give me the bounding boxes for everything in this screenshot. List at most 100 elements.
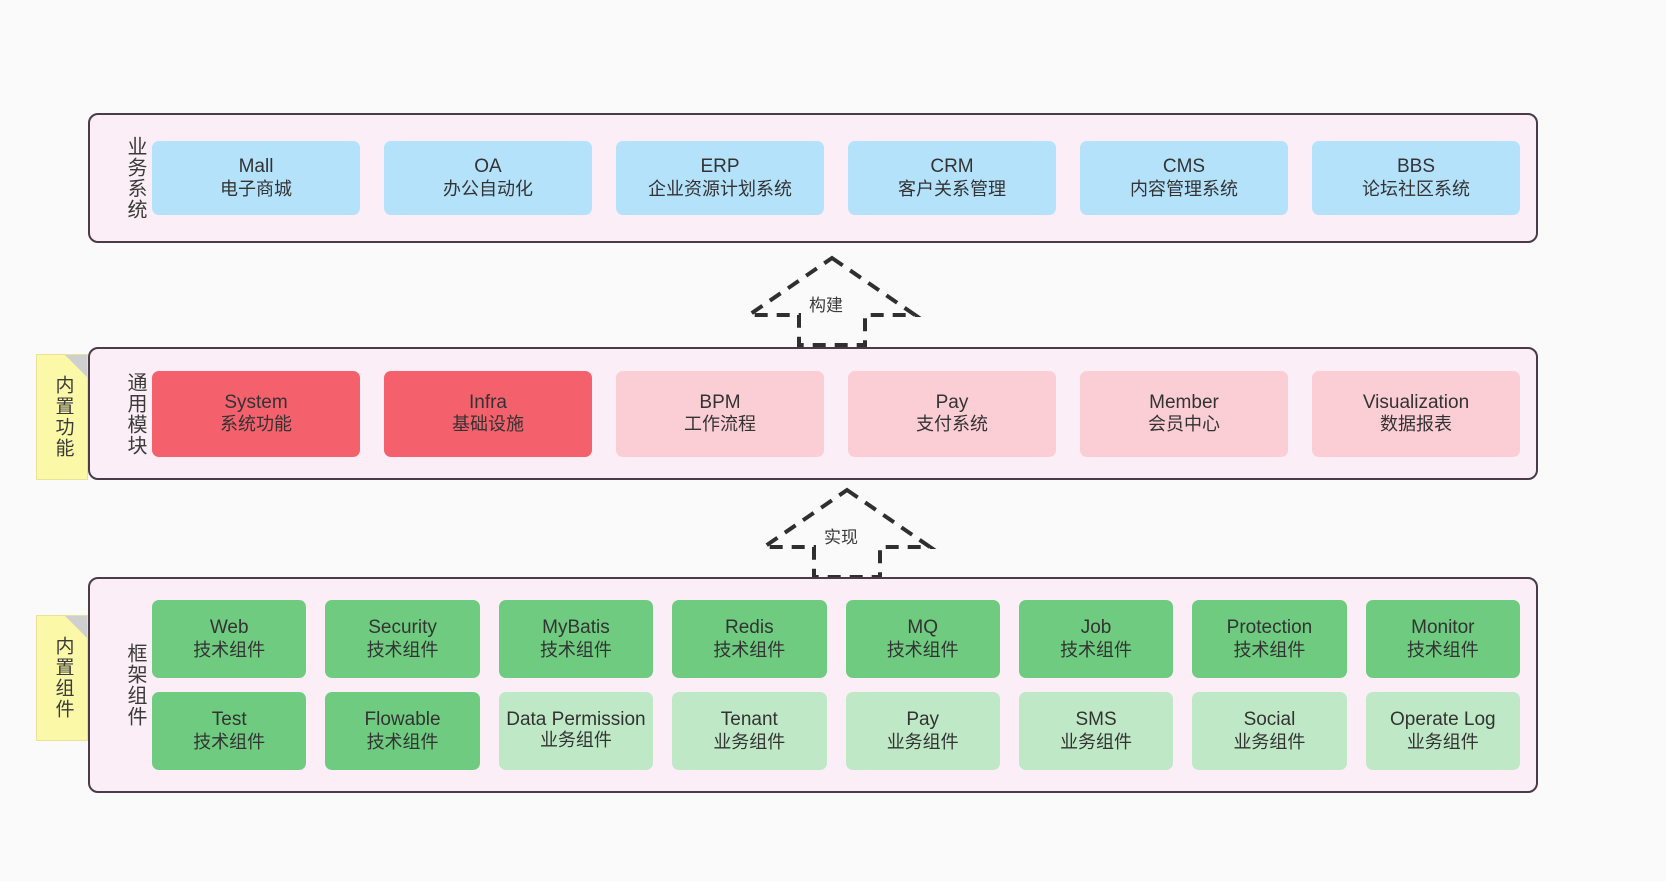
arrow-build: 构建 — [742, 255, 922, 347]
card-data-permission[interactable]: Data Permission 业务组件 — [498, 692, 654, 770]
card-title: MQ — [907, 617, 938, 639]
layer-business-systems: 业务系统 Mall 电子商城 OA 办公自动化 ERP 企业资源计划系统 CRM… — [88, 113, 1538, 243]
card-infra[interactable]: Infra 基础设施 — [384, 370, 592, 457]
card-title: Security — [368, 617, 437, 639]
arrow-build-label: 构建 — [807, 291, 845, 316]
card-subtitle: 业务组件 — [1406, 731, 1479, 752]
card-subtitle: 论坛社区系统 — [1362, 178, 1470, 199]
sticky-note-label: 内置功能 — [52, 375, 74, 459]
card-pay-biz[interactable]: Pay 业务组件 — [845, 692, 1000, 770]
arrow-implement: 实现 — [757, 487, 937, 579]
block-arrow-up-icon — [742, 255, 922, 347]
card-test[interactable]: Test 技术组件 — [152, 692, 307, 770]
card-visualization[interactable]: Visualization 数据报表 — [1312, 370, 1520, 457]
folded-corner-icon — [65, 616, 87, 638]
card-subtitle: 工作流程 — [684, 414, 756, 435]
card-subtitle: 技术组件 — [713, 639, 786, 660]
layer-business-title: 业务系统 — [124, 136, 146, 220]
card-subtitle: 技术组件 — [1406, 639, 1479, 660]
card-subtitle: 技术组件 — [366, 731, 439, 752]
card-oa[interactable]: OA 办公自动化 — [384, 141, 592, 215]
card-system[interactable]: System 系统功能 — [152, 370, 360, 457]
card-title: Data Permission — [506, 709, 646, 731]
card-erp[interactable]: ERP 企业资源计划系统 — [616, 141, 824, 215]
card-title: Pay — [906, 709, 940, 731]
card-title: Infra — [468, 391, 508, 413]
card-title: Tenant — [720, 709, 778, 731]
card-subtitle: 支付系统 — [916, 414, 988, 435]
framework-row-tech: Web 技术组件 Security 技术组件 MyBatis 技术组件 Redi… — [152, 600, 1536, 678]
card-subtitle: 内容管理系统 — [1130, 178, 1238, 199]
card-title: SMS — [1075, 709, 1117, 731]
arrow-implement-label: 实现 — [822, 523, 860, 548]
card-title: Mall — [238, 156, 274, 178]
card-title: Social — [1243, 709, 1296, 731]
card-flowable[interactable]: Flowable 技术组件 — [325, 692, 480, 770]
card-web[interactable]: Web 技术组件 — [152, 600, 307, 678]
card-tenant[interactable]: Tenant 业务组件 — [672, 692, 827, 770]
layer-framework-title: 框架组件 — [124, 643, 146, 727]
card-title: Visualization — [1362, 391, 1470, 413]
card-subtitle: 企业资源计划系统 — [648, 178, 792, 199]
card-title: Member — [1149, 391, 1219, 413]
card-title: Pay — [935, 391, 969, 413]
sticky-note-label: 内置组件 — [52, 636, 74, 720]
card-mall[interactable]: Mall 电子商城 — [152, 141, 360, 215]
card-title: Redis — [725, 617, 774, 639]
card-member[interactable]: Member 会员中心 — [1080, 370, 1288, 457]
card-mybatis[interactable]: MyBatis 技术组件 — [498, 600, 654, 678]
common-card-row: System 系统功能 Infra 基础设施 BPM 工作流程 Pay 支付系统… — [152, 370, 1536, 457]
framework-rows: Web 技术组件 Security 技术组件 MyBatis 技术组件 Redi… — [152, 579, 1536, 791]
card-job[interactable]: Job 技术组件 — [1018, 600, 1174, 678]
card-redis[interactable]: Redis 技术组件 — [672, 600, 827, 678]
card-title: ERP — [700, 156, 740, 178]
card-sms[interactable]: SMS 业务组件 — [1018, 692, 1174, 770]
card-title: Flowable — [364, 709, 441, 731]
card-subtitle: 技术组件 — [1060, 639, 1133, 660]
card-social[interactable]: Social 业务组件 — [1192, 692, 1347, 770]
card-subtitle: 办公自动化 — [443, 178, 533, 199]
layer-common-modules: 通用模块 System 系统功能 Infra 基础设施 BPM 工作流程 Pay… — [88, 347, 1538, 480]
card-subtitle: 电子商城 — [220, 178, 292, 199]
card-pay[interactable]: Pay 支付系统 — [848, 370, 1056, 457]
card-title: MyBatis — [542, 617, 610, 639]
card-subtitle: 业务组件 — [539, 729, 612, 750]
card-title: Test — [211, 709, 247, 731]
layer-common-title: 通用模块 — [124, 371, 146, 456]
card-title: CMS — [1162, 156, 1206, 178]
card-cms[interactable]: CMS 内容管理系统 — [1080, 141, 1288, 215]
card-subtitle: 业务组件 — [1233, 731, 1306, 752]
card-subtitle: 业务组件 — [886, 731, 959, 752]
card-subtitle: 技术组件 — [366, 639, 439, 660]
card-title: CRM — [930, 156, 974, 178]
card-subtitle: 业务组件 — [1060, 731, 1133, 752]
card-subtitle: 技术组件 — [1233, 639, 1306, 660]
card-subtitle: 技术组件 — [539, 639, 612, 660]
framework-row-biz: Test 技术组件 Flowable 技术组件 Data Permission … — [152, 692, 1536, 770]
card-subtitle: 技术组件 — [886, 639, 959, 660]
card-security[interactable]: Security 技术组件 — [325, 600, 480, 678]
card-title: System — [224, 391, 288, 413]
card-title: Protection — [1226, 617, 1313, 639]
sticky-note-builtin-components: 内置组件 — [36, 615, 88, 741]
card-bbs[interactable]: BBS 论坛社区系统 — [1312, 141, 1520, 215]
card-title: Job — [1080, 617, 1112, 639]
card-title: Web — [209, 617, 249, 639]
block-arrow-up-icon — [757, 487, 937, 579]
business-card-row: Mall 电子商城 OA 办公自动化 ERP 企业资源计划系统 CRM 客户关系… — [152, 141, 1536, 215]
card-operate-log[interactable]: Operate Log 业务组件 — [1365, 692, 1520, 770]
card-mq[interactable]: MQ 技术组件 — [845, 600, 1000, 678]
card-title: Monitor — [1411, 617, 1475, 639]
card-title: BPM — [699, 391, 741, 413]
card-protection[interactable]: Protection 技术组件 — [1192, 600, 1347, 678]
card-subtitle: 基础设施 — [452, 414, 524, 435]
sticky-note-builtin-features: 内置功能 — [36, 354, 88, 480]
folded-corner-icon — [65, 355, 87, 377]
layer-framework-components: 框架组件 Web 技术组件 Security 技术组件 MyBatis 技术组件… — [88, 577, 1538, 793]
card-monitor[interactable]: Monitor 技术组件 — [1365, 600, 1520, 678]
card-subtitle: 技术组件 — [193, 639, 266, 660]
card-subtitle: 数据报表 — [1380, 414, 1452, 435]
card-bpm[interactable]: BPM 工作流程 — [616, 370, 824, 457]
card-crm[interactable]: CRM 客户关系管理 — [848, 141, 1056, 215]
